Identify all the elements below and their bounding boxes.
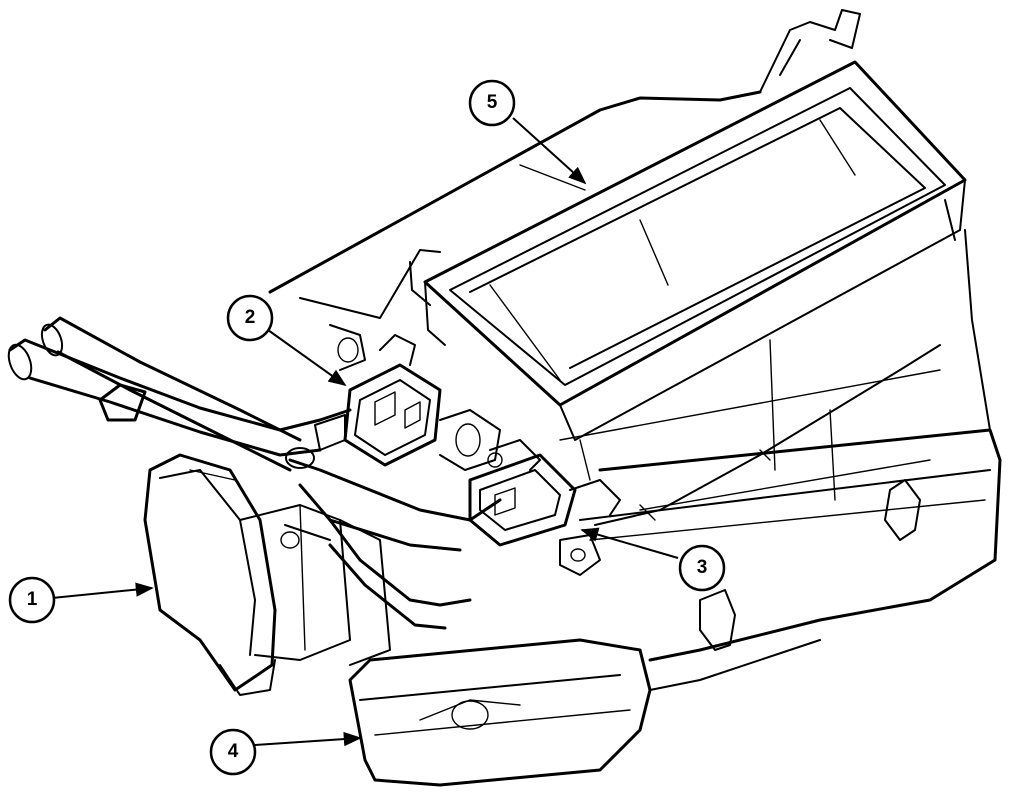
bottom-case [348,638,821,787]
lower-housing [559,229,1002,662]
callout-label-2: 2 [244,307,256,328]
upper-housing [268,9,861,319]
callout-label-3: 3 [696,557,708,578]
control-valve [314,324,501,471]
callout-circle-3 [678,544,726,592]
callout-circle-2 [226,294,274,342]
heater-hoses [7,316,502,630]
actuator-motor [468,439,621,576]
linkage-rod [280,344,941,549]
leader-lines [51,117,679,747]
inlet-duct [409,60,967,481]
blower-housing [143,453,391,696]
callout-circles [8,79,726,776]
callout-circle-5 [468,79,516,127]
callout-label-1: 1 [26,589,38,610]
callout-label-5: 5 [486,92,498,113]
callout-circle-1 [8,576,56,624]
callout-label-4: 4 [227,741,239,762]
callout-circle-4 [209,728,257,776]
